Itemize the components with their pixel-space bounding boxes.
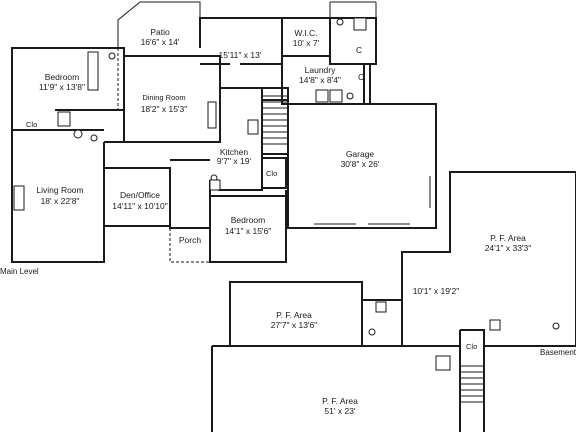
pf3-dims: 51' x 23' (324, 406, 356, 416)
garage-name: Garage (346, 149, 375, 159)
pf2-name: P. F. Area (276, 310, 312, 320)
pf3-name: P. F. Area (322, 396, 358, 406)
living-name: Living Room (36, 185, 83, 195)
den-name: Den/Office (120, 190, 160, 200)
utility-icon-basement (375, 301, 387, 313)
main-level-label: Main Level (0, 267, 39, 276)
sink-round-icon (90, 134, 98, 142)
main-level-walls (11, 1, 437, 263)
room-labels: Patio 16'6" x 14' 15'11" x 13' W.I.C. 10… (0, 27, 576, 416)
toilet-icon-2 (73, 129, 83, 139)
kitchen-walls (218, 87, 263, 191)
laundry-sink-icon (346, 92, 354, 100)
dining-dims: 18'2" x 15'3" (141, 104, 188, 114)
pf-area-1-walls (401, 171, 576, 347)
clo-left: Clo (26, 120, 37, 129)
laundry-dims: 14'8" x 8'4" (299, 75, 341, 85)
garage-dims: 30'8" x 26' (341, 159, 380, 169)
wic-name: W.I.C. (294, 28, 317, 38)
porch-outline (169, 228, 210, 263)
pf-mid-dims: 10'1" x 19'2" (413, 286, 460, 296)
wic-dims: 10' x 7' (293, 38, 320, 48)
patio-dims: 16'6" x 14' (141, 37, 180, 47)
toilet-icon (108, 52, 116, 60)
kitchen-name: Kitchen (220, 147, 249, 157)
c-laundry: C (358, 72, 364, 82)
shower-icon (353, 17, 367, 31)
basement-label: Basement (540, 348, 576, 357)
basement-stairs-walls (460, 329, 485, 432)
living-dims: 18' x 22'8" (41, 196, 80, 206)
stove-icon (247, 119, 259, 135)
patio-name: Patio (150, 27, 170, 37)
basement-walls (211, 171, 576, 432)
kitchen-counter-icon (207, 101, 217, 129)
sump-icon (552, 322, 560, 330)
den-walls (104, 167, 171, 228)
column-icon (435, 355, 451, 371)
den-dims: 14'11" x 10'10" (112, 201, 167, 211)
clo-kitchen: Clo (266, 169, 277, 178)
bathtub-icon (87, 51, 99, 91)
kitchen-dims: 9'7" x 19' (217, 156, 252, 166)
pf1-dims: 24'1" x 33'3" (485, 243, 532, 253)
bedroom1-dims: 11'9" x 13'8" (39, 82, 85, 92)
main-level-fixtures (13, 17, 367, 211)
dryer-icon (329, 89, 343, 103)
laundry-name: Laundry (305, 65, 336, 75)
c-wic: C (356, 45, 362, 55)
clo-basement: Clo (466, 342, 477, 351)
dining-name: Dining Room (142, 93, 185, 102)
bedroom2-name: Bedroom (231, 215, 266, 225)
utility-icon (209, 179, 221, 191)
porch-name: Porch (179, 235, 201, 245)
fireplace-icon (13, 185, 25, 211)
furnace-icon (489, 319, 501, 331)
bedroom1-name: Bedroom (45, 72, 80, 82)
toilet-icon-3 (336, 18, 344, 26)
bedroom2-dims: 14'1" x 15'6" (225, 226, 272, 236)
washer-icon (315, 89, 329, 103)
pf1-name: P. F. Area (490, 233, 526, 243)
floor-drain-icon (368, 328, 376, 336)
pf2-dims: 27'7" x 13'6" (271, 320, 318, 330)
family-dims: 15'11" x 13' (219, 50, 262, 60)
sink-icon (57, 111, 71, 127)
